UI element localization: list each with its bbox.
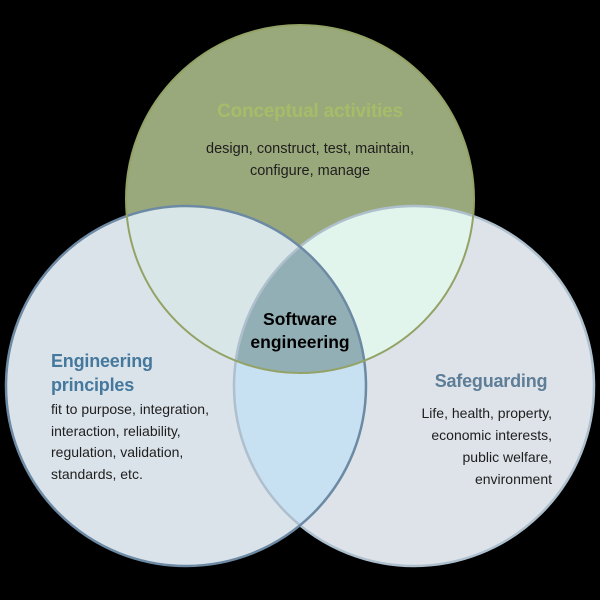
conceptual-description-line: configure, manage — [249, 163, 371, 179]
safeguarding-description-line: public welfare, — [462, 449, 553, 465]
engineering-description-line: interaction, reliability, — [51, 422, 181, 439]
overlap-center-region — [234, 206, 366, 373]
center-label-line: Software — [263, 309, 337, 329]
safeguarding-description-line: Life, health, property, — [421, 405, 552, 421]
software-engineering-center-label: Software engineering — [200, 308, 400, 354]
safeguarding-title: Safeguarding — [434, 371, 548, 391]
safeguarding-description-line: environment — [474, 471, 552, 487]
engineering-description-line: standards, etc. — [51, 465, 143, 482]
conceptual-activities-title: Conceptual activities — [217, 101, 403, 122]
conceptual-circle-outline — [125, 24, 475, 374]
engineering-circle-outline — [4, 204, 368, 568]
center-label-line: engineering — [250, 332, 350, 352]
conceptual-description-line: design, construct, test, maintain, — [206, 141, 414, 157]
engineering-description-line: fit to purpose, integration, — [51, 401, 209, 417]
conceptual-activities-description: design, construct, test, maintain, confi… — [150, 138, 470, 182]
engineering-title-line: principles — [51, 375, 135, 395]
engineering-principles-title: Engineering principles — [51, 349, 271, 397]
engineering-description-line: regulation, validation, — [51, 444, 184, 460]
safeguarding-circle-outline — [232, 204, 596, 568]
engineering-title-line: Engineering — [51, 351, 153, 371]
safeguarding-description-line: economic interests, — [431, 427, 552, 443]
safeguarding-description: Life, health, property, economic interes… — [322, 402, 552, 490]
engineering-principles-description: fit to purpose, integration, interaction… — [51, 399, 281, 485]
